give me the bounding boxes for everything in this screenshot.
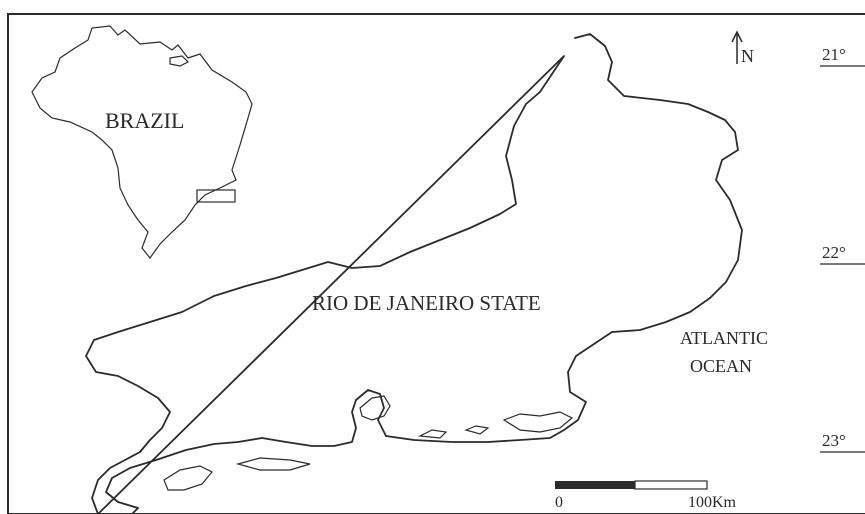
north-arrow: N (731, 30, 754, 66)
brazil-label: BRAZIL (105, 108, 184, 133)
lagoon-2 (464, 425, 490, 435)
state-label: RIO DE JANEIRO STATE (312, 291, 541, 315)
brazil-island (169, 55, 190, 67)
guanabara-bay (359, 395, 391, 421)
brazil-outline (31, 25, 253, 259)
lagoon-3 (502, 411, 574, 433)
scale-bar-end-label: 100Km (688, 494, 737, 511)
map-frame (7, 13, 865, 514)
rio-state-outline (85, 33, 743, 514)
rio-locator-box (196, 189, 236, 203)
scale-bar-light-segment (634, 480, 708, 490)
scale-bar-dark-segment (555, 481, 635, 489)
scale-bar: 0 100Km (555, 480, 737, 511)
latitude-label-23: 23° (822, 431, 846, 450)
latitude-label-22: 22° (822, 243, 846, 262)
ocean-label-line2: OCEAN (690, 356, 752, 376)
north-label: N (741, 46, 754, 66)
ilha-grande (235, 457, 311, 471)
ocean-label-line1: ATLANTIC (680, 328, 768, 348)
scale-bar-start-label: 0 (555, 494, 563, 511)
lagoon-1 (417, 429, 448, 439)
north-arrow-head (731, 30, 743, 43)
sepetiba-bay (163, 465, 213, 491)
latitude-label-21: 21° (822, 45, 846, 64)
